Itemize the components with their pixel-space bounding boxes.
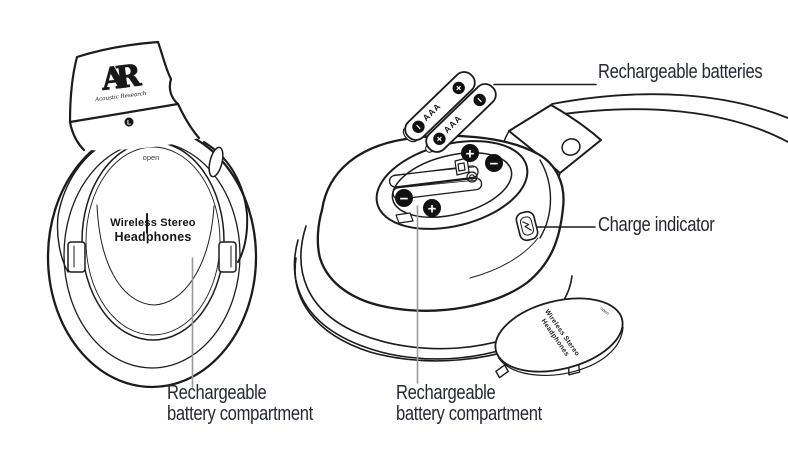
headband-strap-upper bbox=[551, 93, 788, 119]
compartment-rim-inner bbox=[391, 152, 513, 218]
cover-tab-left bbox=[495, 364, 509, 379]
compartment-notch bbox=[395, 212, 414, 224]
svg-text:+: + bbox=[428, 200, 437, 217]
product-name-line1: Wireless Stereo bbox=[110, 217, 196, 229]
svg-text:−: − bbox=[490, 155, 499, 172]
exploded-earcup-illustration: + − − + bbox=[293, 71, 788, 384]
yoke-hole bbox=[561, 138, 581, 156]
headband-strap-lower bbox=[542, 108, 788, 143]
callout-text: Charge indicator bbox=[598, 214, 715, 236]
left-channel-letter: L bbox=[127, 120, 131, 127]
svg-text:+: + bbox=[466, 145, 475, 162]
product-name-line2: Headphones bbox=[114, 230, 191, 244]
callout-compartment-mid: Rechargeable battery compartment bbox=[396, 383, 542, 425]
cover-clip-left bbox=[67, 241, 86, 273]
polarity-marker-minus-top: − bbox=[485, 154, 503, 172]
polarity-marker-plus-bottom: + bbox=[423, 199, 441, 217]
battery-cover-disc: Wireless Stereo Headphones bbox=[494, 297, 624, 379]
battery-compartment: + − − + bbox=[375, 140, 529, 230]
left-earcup-illustration: AR Acoustic Research L open Wireless Ste… bbox=[46, 40, 258, 389]
charge-led-glyph bbox=[522, 221, 532, 231]
earcup-body-crease-bottom bbox=[469, 237, 539, 279]
callout-text-line1: Rechargeable bbox=[396, 382, 496, 404]
battery-cover-inner-line bbox=[85, 146, 221, 336]
callout-charge-indicator: Charge indicator bbox=[598, 214, 715, 236]
left-channel-marker: L bbox=[124, 117, 134, 127]
polarity-marker-minus-left: − bbox=[395, 189, 413, 207]
open-label: open bbox=[143, 153, 160, 162]
cover-recess-arc bbox=[96, 204, 215, 306]
callout-rechargeable-batteries: Rechargeable batteries bbox=[598, 61, 763, 83]
headband-fork-left bbox=[56, 146, 100, 273]
svg-text:−: − bbox=[400, 190, 409, 207]
battery-aaa-front: − + AAA bbox=[425, 83, 497, 153]
charge-indicator bbox=[515, 210, 539, 242]
battery-contacts bbox=[454, 157, 478, 183]
cover-clip-right bbox=[218, 241, 237, 273]
callout-text-line2: battery compartment bbox=[396, 403, 542, 425]
cover-rim-edge bbox=[498, 326, 624, 376]
callout-text: Rechargeable batteries bbox=[598, 61, 763, 83]
headband-top-face bbox=[68, 40, 180, 124]
cover-open-label: open bbox=[600, 306, 611, 317]
polarity-marker-plus-top: + bbox=[461, 144, 479, 162]
callout-text-line1: Rechargeable bbox=[167, 382, 267, 404]
power-button bbox=[208, 146, 224, 178]
callout-compartment-left: Rechargeable battery compartment bbox=[167, 383, 313, 425]
battery-aaa-rear: + − AAA bbox=[402, 71, 476, 143]
headband-end-piece bbox=[68, 40, 201, 152]
earcup-body-crease-right bbox=[539, 159, 552, 239]
callout-text-line2: battery compartment bbox=[167, 403, 313, 425]
cover-disc-outline bbox=[494, 297, 624, 373]
